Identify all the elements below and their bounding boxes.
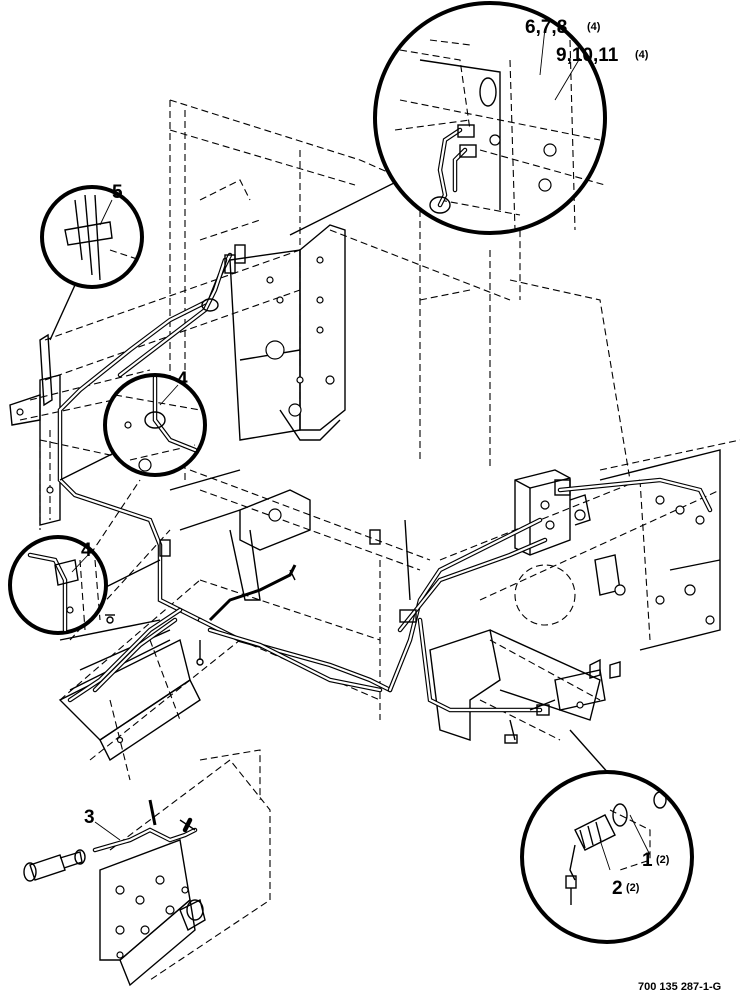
leader-4b bbox=[71, 554, 89, 573]
leader-3 bbox=[94, 821, 121, 841]
hose-lines bbox=[57, 252, 713, 713]
part-number: 700 135 287-1-G bbox=[638, 981, 721, 993]
callout-6-7-8: 6,7,8 bbox=[525, 17, 567, 38]
callout-9-10-11-qty: (4) bbox=[635, 49, 649, 61]
detail-circle-top-right bbox=[289, 1, 607, 236]
center-bracket bbox=[169, 469, 311, 601]
callout-3: 3 bbox=[84, 807, 95, 828]
callout-2: 2 bbox=[612, 878, 623, 899]
detail-circle-4-upper bbox=[59, 373, 207, 481]
callout-4-upper: 4 bbox=[177, 369, 188, 390]
bottom-left-detail bbox=[23, 749, 271, 987]
leader-4a bbox=[159, 384, 179, 406]
left-lower-plate bbox=[9, 374, 61, 526]
callout-5: 5 bbox=[112, 182, 123, 203]
detail-circle-5 bbox=[40, 185, 144, 341]
callout-2-qty: (2) bbox=[626, 882, 640, 894]
callout-1-qty: (2) bbox=[656, 854, 670, 866]
callout-labels: 6,7,8 (4) 9,10,11 (4) 5 4 4 3 1 (2) 2 (2… bbox=[81, 17, 721, 993]
hardware-bits bbox=[39, 244, 621, 744]
callout-9-10-11: 9,10,11 bbox=[556, 45, 619, 66]
callout-6-7-8-qty: (4) bbox=[587, 21, 601, 33]
upright-plate bbox=[229, 224, 346, 441]
detail-circle-bottom-right bbox=[520, 729, 694, 944]
callout-4-lower: 4 bbox=[81, 540, 92, 561]
valve-block bbox=[514, 469, 591, 556]
right-frame bbox=[594, 449, 721, 651]
phantom-disc bbox=[514, 564, 576, 626]
lower-right-bracket bbox=[429, 629, 606, 741]
callout-1: 1 bbox=[642, 850, 653, 871]
